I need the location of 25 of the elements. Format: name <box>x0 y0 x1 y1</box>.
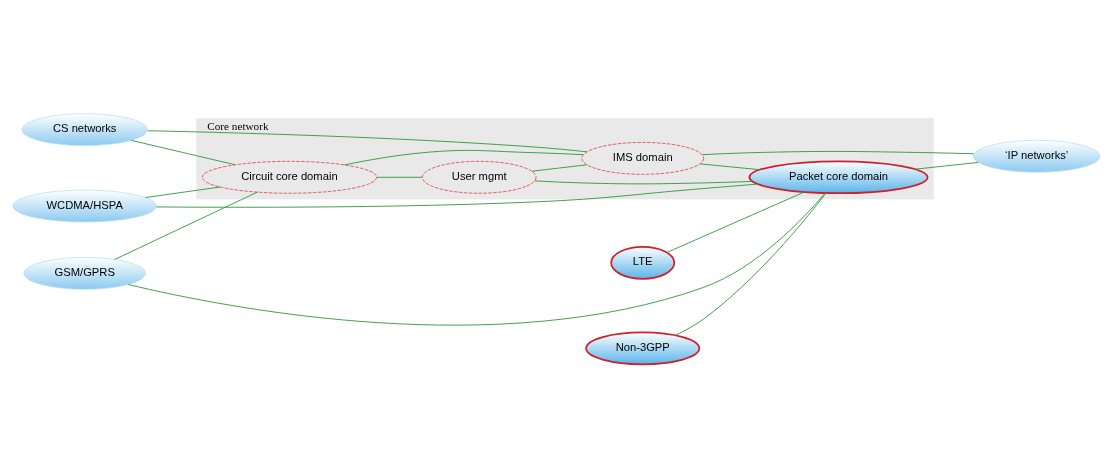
connector <box>156 183 759 208</box>
connector <box>914 161 979 170</box>
connector <box>145 186 221 198</box>
node-ellipse: GSM/GPRS <box>23 256 146 290</box>
node-ellipse: Packet core domain <box>748 159 929 194</box>
node-ellipse: CS networks <box>21 112 148 146</box>
node-ellipse: User mgmt <box>421 160 537 194</box>
connector <box>147 129 588 152</box>
node-ellipse: Non-3GPP <box>585 331 701 365</box>
node-ellipse: IMS domain <box>581 141 705 175</box>
connector <box>701 150 975 155</box>
connector <box>534 179 753 184</box>
connector <box>130 139 236 165</box>
connector <box>343 149 584 165</box>
connector <box>114 191 258 260</box>
node-ellipse: WCDMA/HSPA <box>12 189 157 222</box>
node-ellipse: ‘IP networks’ <box>972 139 1101 173</box>
connector <box>699 162 761 170</box>
connector <box>127 192 826 325</box>
connector <box>675 192 827 336</box>
node-ellipse: Circuit core domain <box>201 160 377 194</box>
connector <box>666 191 805 253</box>
node-ellipse: LTE <box>610 245 676 280</box>
connector <box>376 176 423 178</box>
connector <box>531 163 588 172</box>
